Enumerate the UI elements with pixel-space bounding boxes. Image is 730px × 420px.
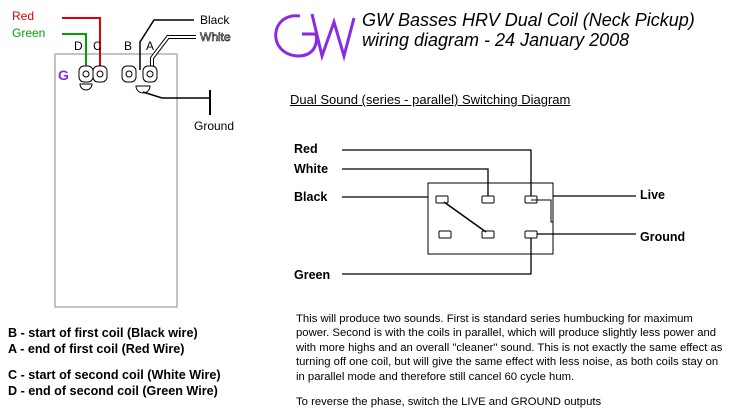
gw-logo bbox=[274, 13, 356, 62]
terminal-c-label: C bbox=[93, 39, 102, 53]
terminal-a-label: A bbox=[146, 39, 154, 53]
terminal-d bbox=[78, 65, 94, 91]
pickup-logo-icon: G bbox=[58, 67, 69, 83]
terminal-b-label: B bbox=[124, 39, 132, 53]
terminal-a bbox=[135, 65, 158, 94]
red-wire bbox=[62, 17, 101, 70]
switch-input-green-label: Green bbox=[294, 268, 330, 282]
page-title: GW Basses HRV Dual Coil (Neck Pickup) wi… bbox=[362, 10, 695, 50]
switch-lug-1 bbox=[435, 195, 449, 204]
switch-input-red-wire bbox=[342, 149, 532, 196]
phase-note: To reverse the phase, switch the LIVE an… bbox=[296, 396, 602, 408]
white-wire-label: White bbox=[200, 30, 231, 44]
switch-output-live-label: Live bbox=[640, 188, 665, 202]
ground-label: Ground bbox=[194, 119, 234, 133]
switch-lug-6 bbox=[524, 230, 538, 239]
switch-output-ground-label: Ground bbox=[640, 230, 685, 244]
switch-input-red-label: Red bbox=[294, 142, 318, 156]
title-line-2: wiring diagram - 24 January 2008 bbox=[362, 30, 630, 50]
description-text: This will produce two sounds. First is s… bbox=[296, 313, 723, 383]
switch-input-white-label: White bbox=[294, 162, 328, 176]
terminal-d-label: D bbox=[74, 39, 83, 53]
terminal-c bbox=[92, 65, 108, 83]
switch-jumper bbox=[443, 201, 487, 233]
green-wire-label: Green bbox=[12, 26, 45, 40]
switch-input-white-wire bbox=[342, 168, 489, 196]
black-wire-label: Black bbox=[200, 13, 230, 27]
switch-lug-5 bbox=[481, 230, 495, 239]
legend-d: D - end of second coil (Green Wire) bbox=[8, 384, 218, 398]
black-wire bbox=[139, 19, 194, 70]
switch-diagram-title: Dual Sound (series - parallel) Switching… bbox=[290, 92, 571, 107]
switch-side-link bbox=[531, 199, 553, 223]
switch-lug-2 bbox=[481, 195, 495, 204]
terminal-b bbox=[121, 65, 137, 83]
pickup-body bbox=[54, 53, 178, 308]
switch-input-black-label: Black bbox=[294, 190, 327, 204]
legend-c: C - start of second coil (White Wire) bbox=[8, 368, 221, 382]
switch-lug-4 bbox=[438, 230, 452, 239]
title-line-1: GW Basses HRV Dual Coil (Neck Pickup) bbox=[362, 10, 695, 30]
switch-body bbox=[427, 182, 554, 255]
red-wire-label: Red bbox=[12, 9, 34, 23]
legend-b: B - start of first coil (Black wire) bbox=[8, 326, 198, 340]
ground-wire bbox=[142, 91, 210, 99]
green-wire bbox=[62, 33, 87, 70]
switch-input-green-wire bbox=[342, 238, 532, 275]
legend-a: A - end of first coil (Red Wire) bbox=[8, 342, 185, 356]
